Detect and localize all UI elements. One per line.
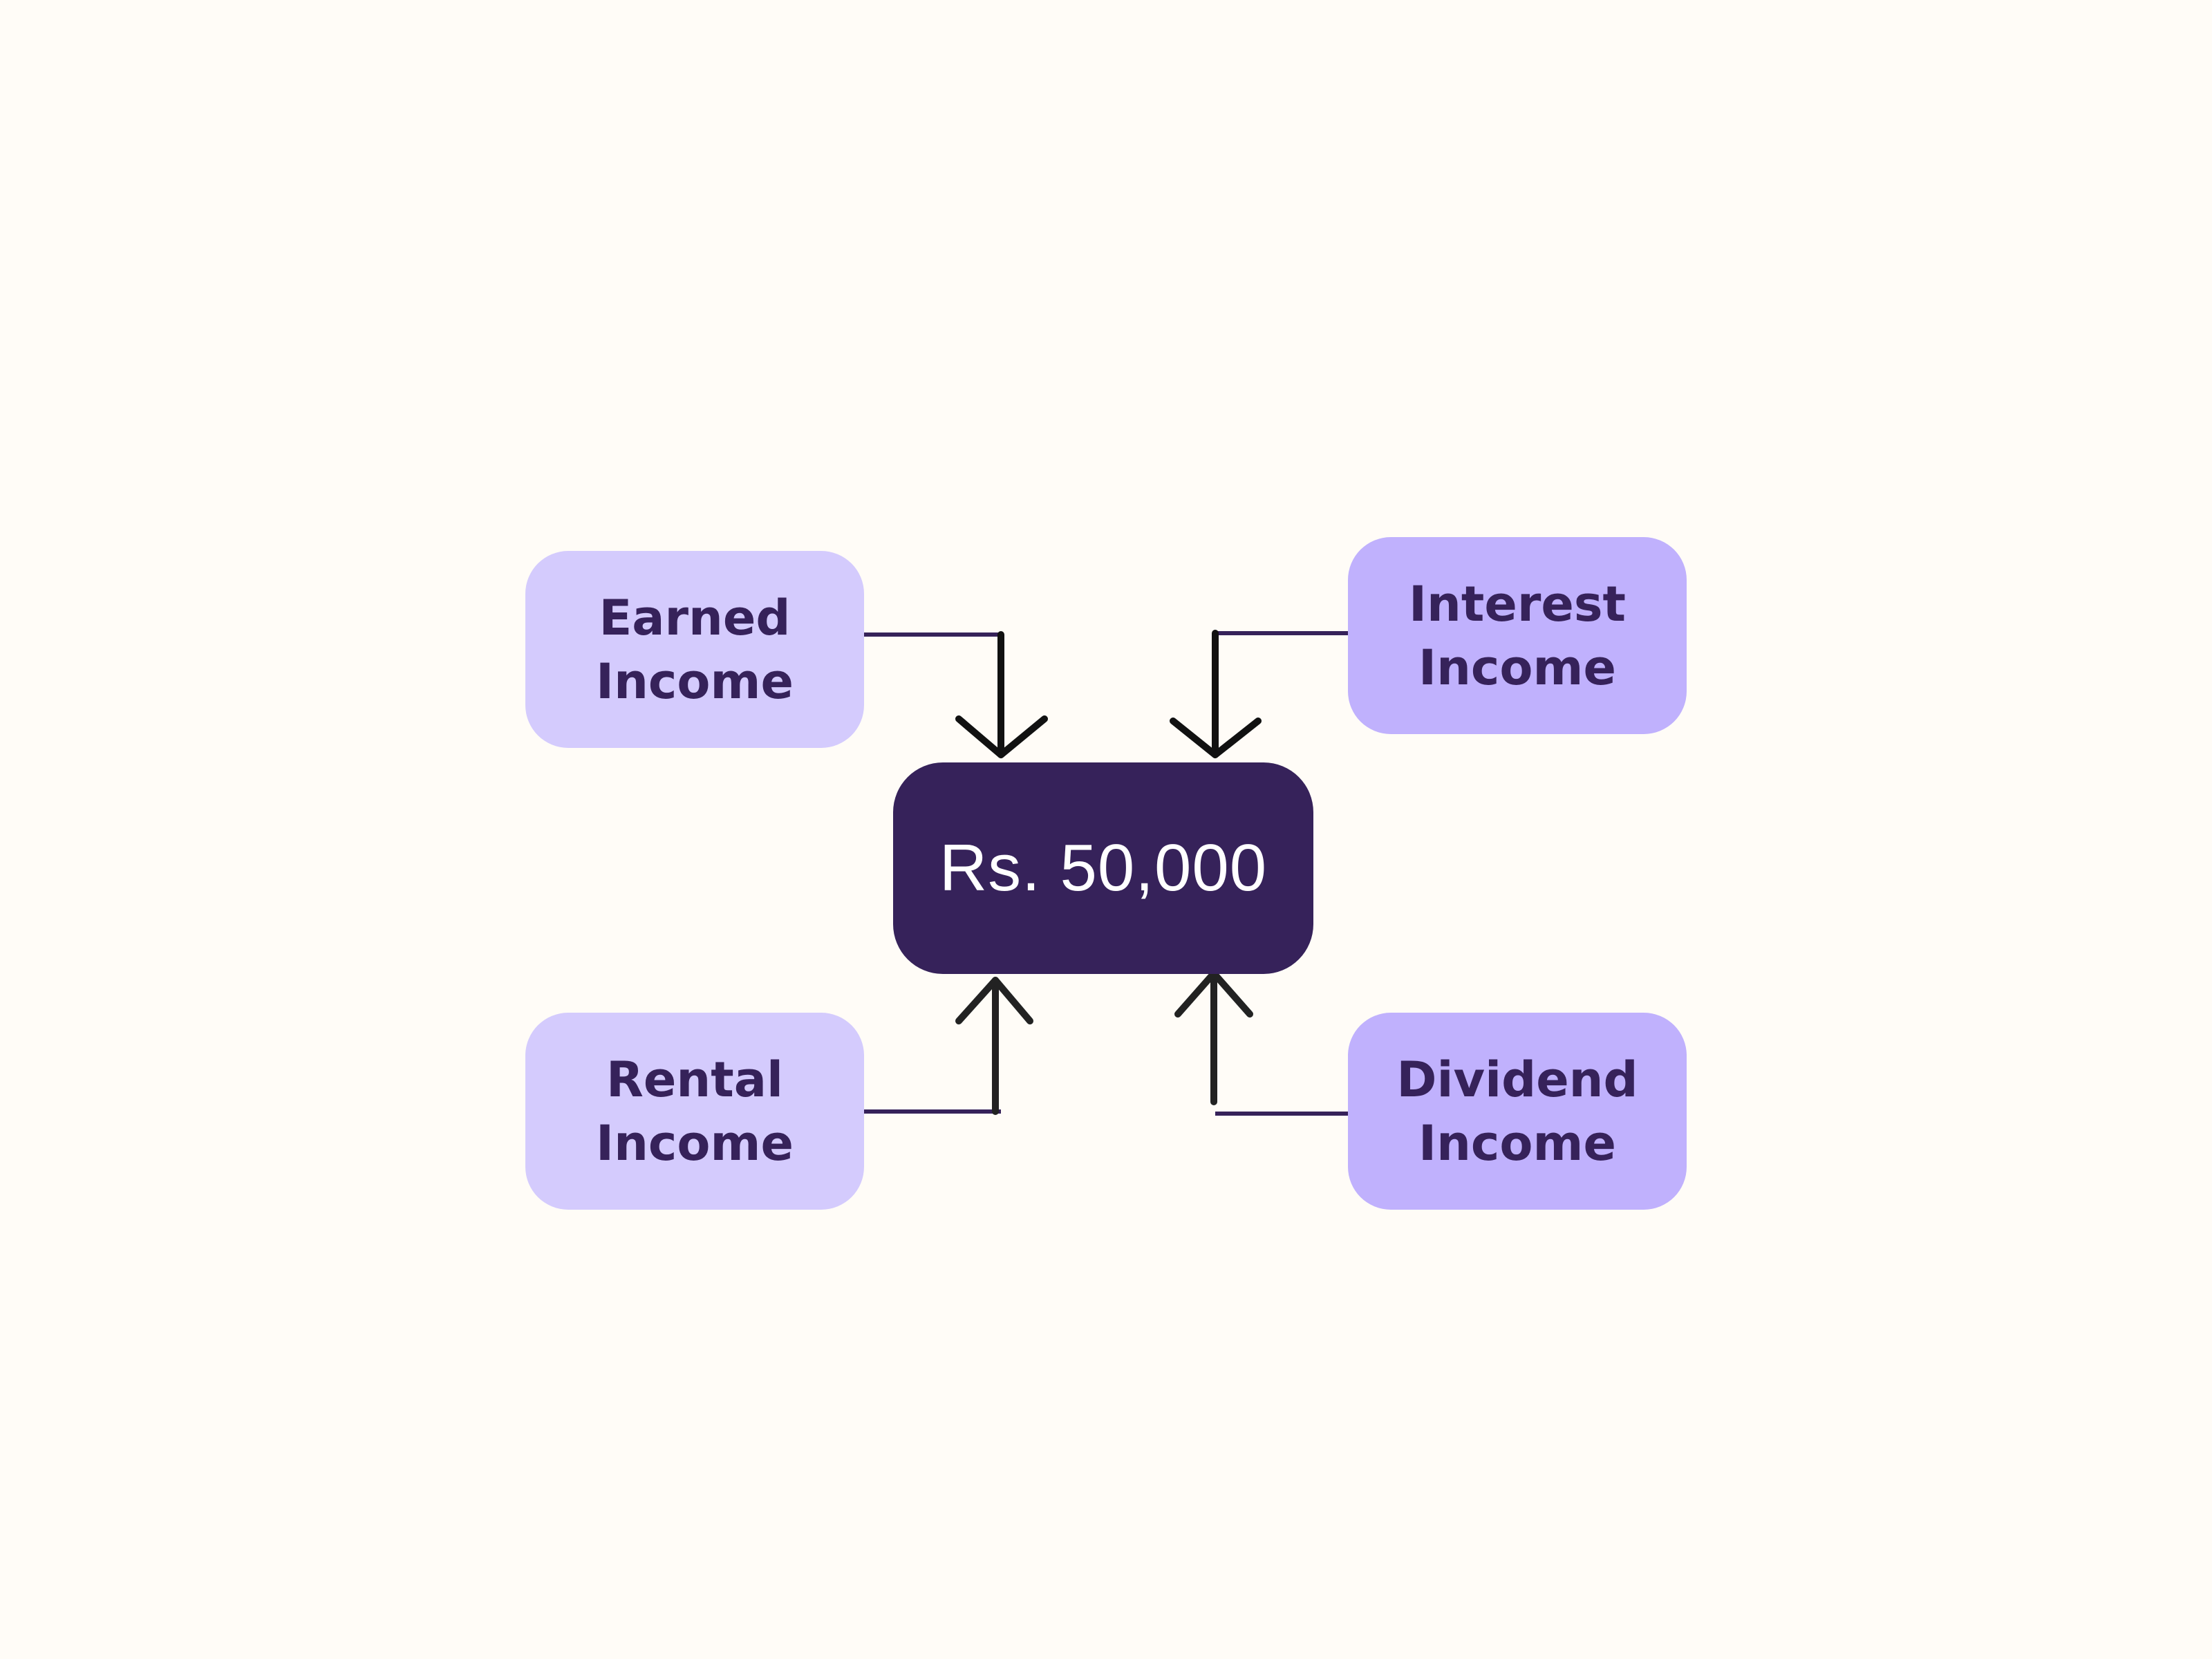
earned-income-label: Earned Income xyxy=(596,586,794,713)
rental-arrow-head xyxy=(955,977,1033,1024)
interest-income-label: Interest Income xyxy=(1409,572,1626,700)
total-income-value: Rs. 50,000 xyxy=(939,831,1268,905)
interest-income-label-line1: Interest xyxy=(1409,575,1626,632)
earned-arrow-head xyxy=(955,715,1048,758)
dividend-income-label: Dividend Income xyxy=(1396,1048,1638,1175)
interest-arrow-head xyxy=(1170,718,1262,758)
rental-connector xyxy=(864,977,1033,1115)
rental-income-box: Rental Income xyxy=(525,1013,864,1210)
rental-income-label-line2: Income xyxy=(596,1114,794,1172)
dividend-connector xyxy=(1174,970,1348,1116)
earned-income-box: Earned Income xyxy=(525,551,864,748)
dividend-arrow-head xyxy=(1174,970,1253,1018)
earned-connector xyxy=(864,631,1048,758)
rental-income-label: Rental Income xyxy=(596,1048,794,1175)
interest-income-label-line2: Income xyxy=(1418,639,1616,696)
earned-income-label-line2: Income xyxy=(596,653,794,710)
dividend-income-box: Dividend Income xyxy=(1348,1013,1687,1210)
interest-income-box: Interest Income xyxy=(1348,537,1687,734)
rental-income-label-line1: Rental xyxy=(606,1051,783,1108)
dividend-income-label-line2: Income xyxy=(1418,1114,1616,1172)
interest-connector xyxy=(1170,630,1348,758)
dividend-income-label-line1: Dividend xyxy=(1396,1051,1638,1108)
total-income-box: Rs. 50,000 xyxy=(893,762,1313,974)
earned-income-label-line1: Earned xyxy=(599,589,791,646)
